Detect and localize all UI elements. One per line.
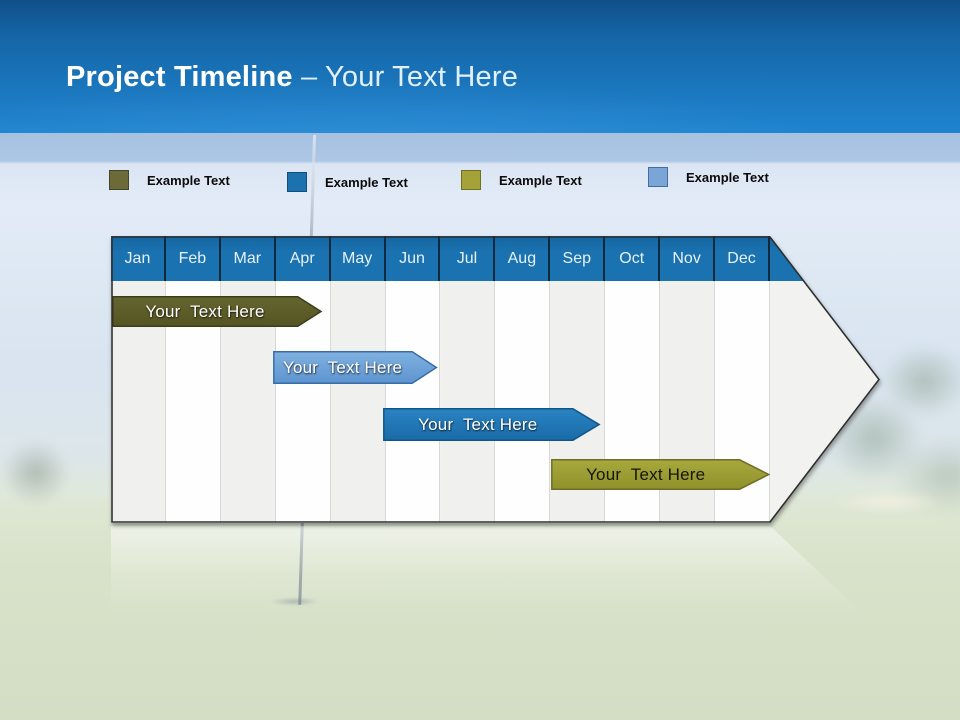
timeline-reflection — [111, 526, 868, 618]
gantt-bar: Your Text Here — [112, 296, 323, 327]
legend-swatch — [461, 170, 481, 190]
title-main: Project Timeline — [66, 61, 293, 93]
legend-swatch — [109, 170, 129, 190]
legend-swatch — [287, 172, 307, 192]
gantt-bar-label: Your Text Here — [145, 301, 265, 321]
legend-label: Example Text — [499, 172, 582, 188]
legend-item: Example Text — [461, 170, 582, 190]
legend-item: Example Text — [287, 172, 408, 192]
tree-image — [0, 428, 83, 518]
gantt-bar: Your Text Here — [551, 459, 771, 490]
title-bar: Project Timeline – Your Text Here — [0, 0, 960, 133]
gantt-bar: Your Text Here — [273, 351, 438, 384]
legend-label: Example Text — [147, 172, 230, 188]
legend-label: Example Text — [686, 169, 769, 185]
legend-item: Example Text — [648, 167, 769, 187]
legend-swatch — [648, 167, 668, 187]
gantt-bar-label: Your Text Here — [282, 357, 403, 377]
title-sub: – Your Text Here — [300, 61, 519, 93]
legend-item: Example Text — [109, 170, 230, 190]
gantt-bar-label: Your Text Here — [418, 414, 538, 434]
gantt-bar: Your Text Here — [382, 408, 601, 441]
gantt-bar-label: Your Text Here — [586, 464, 706, 484]
page-title: Project Timeline – Your Text Here — [66, 60, 518, 94]
legend-label: Example Text — [325, 174, 408, 190]
